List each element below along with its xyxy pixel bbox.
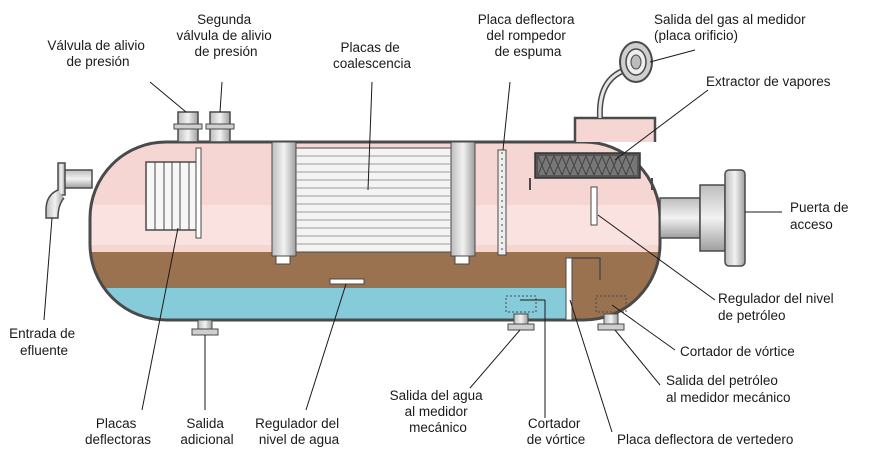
label-cortador-2: Cortador de vórtice	[527, 416, 586, 447]
water-zone	[90, 288, 570, 320]
label-regulador-petroleo: Regulador del nivel de petróleo	[718, 291, 837, 323]
oil-outlet	[597, 313, 625, 331]
label-salida-petroleo: Salida del petróleo al medidor mecánico	[666, 373, 791, 405]
oil-level-regulator	[590, 186, 598, 226]
label-extractor: Extractor de vapores	[706, 74, 831, 89]
access-door	[659, 169, 746, 267]
foam-breaker-plate	[497, 149, 507, 256]
inlet-nozzle	[45, 162, 93, 219]
weir-plate	[565, 257, 573, 321]
coalescing-plates	[271, 141, 476, 265]
label-placa-espuma: Placa deflectora del rompedor de espuma	[478, 12, 579, 59]
label-regulador-agua: Regulador del nivel de agua	[255, 416, 343, 447]
additional-outlet	[191, 319, 219, 336]
baffle-plates	[145, 147, 202, 239]
label-puerta: Puerta de acceso	[790, 200, 852, 232]
labels: Válvula de alivio de presión Segunda vál…	[9, 12, 852, 447]
oil-zone-right	[570, 262, 660, 320]
label-placas-coalescencia: Placas de coalescencia	[333, 40, 412, 71]
water-level-regulator	[329, 278, 365, 285]
label-salida-adicional: Salida adicional	[180, 416, 233, 447]
label-valvula-1: Válvula de alivio de presión	[47, 38, 148, 69]
relief-valve-1	[173, 111, 203, 143]
label-placas-deflectoras: Placas deflectoras	[85, 416, 151, 447]
label-salida-gas: Salida del gas al medidor (placa orifici…	[654, 12, 809, 43]
vortex-cutter-water	[505, 295, 537, 313]
water-outlet	[507, 313, 535, 331]
vapor-extractor	[529, 152, 653, 190]
label-entrada: Entrada de efluente	[9, 326, 79, 358]
gas-meter	[619, 41, 653, 83]
label-cortador-1: Cortador de vórtice	[680, 344, 795, 359]
label-placa-vertedero: Placa deflectora de vertedero	[617, 432, 793, 447]
label-salida-agua: Salida del agua al medidor mecánico	[390, 388, 487, 435]
label-valvula-2: Segunda válvula de alivio de presión	[176, 12, 275, 59]
vortex-cutter-oil	[595, 295, 627, 313]
relief-valve-2	[205, 111, 235, 143]
leader-lines	[43, 49, 782, 433]
